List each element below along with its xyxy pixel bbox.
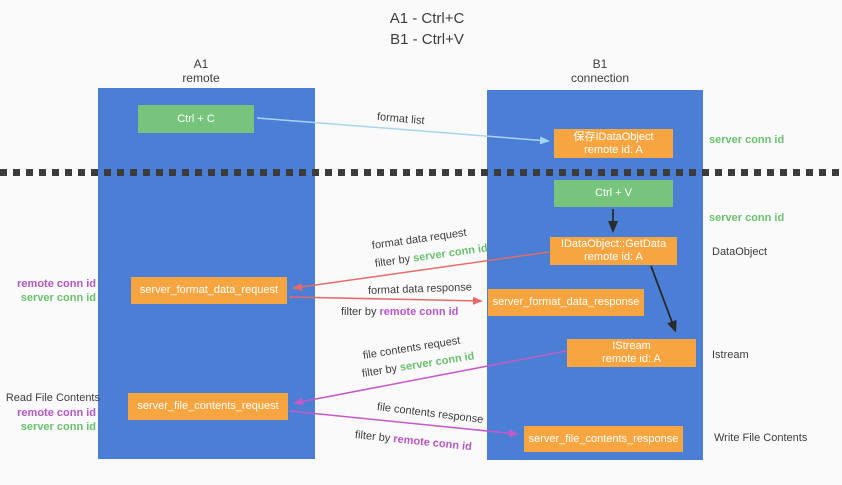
node-server-format-data-request: server_format_data_request [131, 277, 287, 304]
node-server-file-contents-request: server_file_contents_request [128, 393, 288, 420]
left-label-server-conn-id-top: server conn id [20, 292, 96, 304]
flow-label-filter-remote-conn-1: filter by remote conn id [341, 306, 458, 318]
lane-b1-name: B1 [592, 57, 608, 71]
lane-header-b1: B1 connection [545, 57, 655, 85]
arrow-format-data-request [292, 251, 550, 291]
node-save-idataobject-line1: 保存IDataObject [573, 130, 654, 143]
left-label-remote-conn-id-top: remote conn id [17, 278, 96, 290]
node-istream-line2: remote id: A [602, 353, 661, 365]
node-istream-line1: IStream [612, 340, 651, 352]
left-label-read-file-contents: Read File Contents [5, 392, 100, 404]
node-getdata-line2: remote id: A [584, 251, 643, 263]
right-label-write-file-contents: Write File Contents [714, 432, 808, 444]
lane-a1-name: A1 [193, 57, 209, 71]
lane-a1-role: remote [182, 71, 220, 85]
title-line-2: B1 - Ctrl+V [390, 31, 464, 48]
arrow-getdata-to-istream [650, 265, 677, 333]
node-ctrl-v: Ctrl + V [554, 180, 673, 207]
node-save-idataobject: 保存IDataObject remote id: A [554, 129, 673, 158]
node-ctrl-c: Ctrl + C [138, 105, 254, 133]
right-label-dataobject: DataObject [712, 246, 768, 258]
node-save-idataobject-line2: remote id: A [584, 143, 643, 156]
session-divider-dotted-line [0, 169, 842, 176]
right-label-server-conn-id-top: server conn id [709, 134, 785, 146]
arrow-format-list [256, 117, 550, 145]
left-label-server-conn-id-bottom: server conn id [20, 421, 96, 433]
arrow-format-data-response [288, 296, 483, 305]
arrow-file-contents-response [289, 410, 519, 438]
filter-by-text: filter by [341, 306, 377, 318]
title-line-1: A1 - Ctrl+C [389, 10, 465, 27]
arrow-file-contents-request [293, 350, 567, 406]
right-label-server-conn-id-mid: server conn id [709, 212, 785, 224]
lane-b1-role: connection [570, 71, 630, 85]
right-label-istream: Istream [712, 349, 749, 361]
left-label-remote-conn-id-bottom: remote conn id [17, 407, 96, 419]
remote-conn-id-text: remote conn id [379, 306, 459, 318]
node-server-file-contents-response: server_file_contents_response [524, 426, 683, 452]
node-server-format-data-response: server_format_data_response [488, 289, 644, 316]
node-getdata-line1: IDataObject::GetData [560, 238, 667, 250]
diagram-title: A1 - Ctrl+C B1 - Ctrl+V [337, 8, 517, 50]
node-idataobject-getdata: IDataObject::GetData remote id: A [550, 237, 677, 265]
lane-header-a1: A1 remote [146, 57, 256, 85]
node-istream: IStream remote id: A [567, 339, 696, 367]
